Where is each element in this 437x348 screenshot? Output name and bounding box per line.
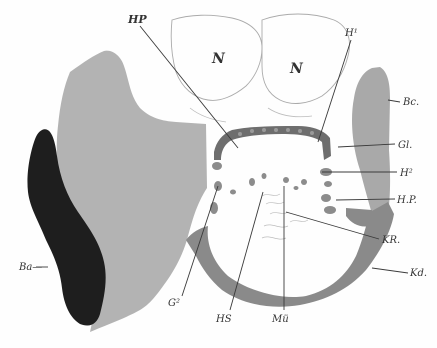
label-g2: G² xyxy=(168,298,180,309)
label-hp-right: H.P. xyxy=(396,195,417,206)
label-mu: Mü xyxy=(271,314,289,325)
label-gl: Gl. xyxy=(398,140,412,151)
label-n-right: N xyxy=(289,61,304,77)
label-kr: KR. xyxy=(381,235,400,246)
right-column xyxy=(352,67,390,214)
cell-clusters xyxy=(210,162,336,214)
label-h2: H² xyxy=(399,168,413,179)
lobe-inner-line xyxy=(190,108,312,122)
label-h1: H¹ xyxy=(344,28,358,39)
label-bc: Bc. xyxy=(402,97,419,108)
label-kd: Kd. xyxy=(409,268,427,279)
label-n-left: N xyxy=(211,51,226,67)
band-shoulder xyxy=(346,208,372,227)
lobe-right-outline xyxy=(262,14,349,103)
cell-row xyxy=(214,126,331,160)
label-hp-top: HP xyxy=(127,13,147,26)
label-ba: Ba— xyxy=(18,262,42,273)
label-hs: HS xyxy=(215,314,232,325)
